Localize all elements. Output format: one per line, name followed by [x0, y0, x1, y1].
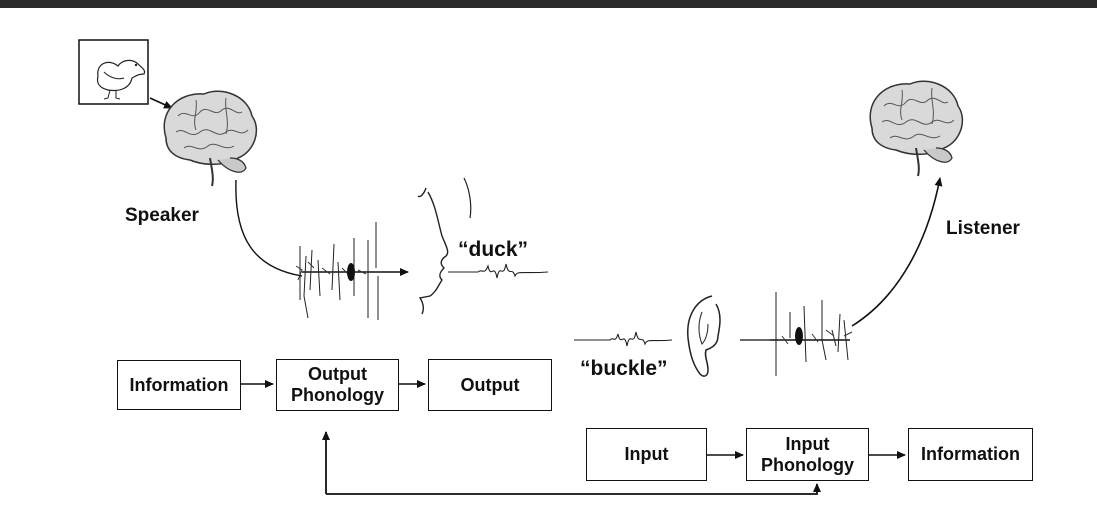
- listener-brain-icon: [869, 80, 964, 177]
- speaker-path-line: [235, 179, 303, 277]
- input-box: Input: [586, 428, 707, 481]
- listener-label: Listener: [946, 218, 1020, 239]
- sound-wave-icon: [574, 331, 673, 347]
- input-label: Input: [624, 444, 669, 465]
- listener-information-label: Information: [921, 444, 1020, 465]
- face-profile-icon: [417, 177, 472, 315]
- speaker-brain-icon: [163, 90, 258, 187]
- listener-hearing-trace: [770, 292, 853, 376]
- ear-icon: [687, 295, 721, 377]
- duck-to-brain-arrow: [149, 97, 173, 109]
- sound-wave-icon: [448, 263, 549, 279]
- feedback-arrow-right: [326, 483, 821, 495]
- top-rule: [0, 0, 1097, 8]
- output-label: Output: [460, 374, 520, 395]
- input-phonology-label-line2: Phonology: [761, 454, 854, 475]
- listener-information-box: Information: [908, 428, 1033, 481]
- input-phonology-box: Input Phonology: [746, 428, 869, 481]
- speaker-label: Speaker: [125, 205, 199, 226]
- listener-path-arrow: [851, 177, 943, 327]
- input-phonology-label-line1: Input: [785, 433, 830, 454]
- speaker-articulation-trace: [295, 222, 409, 320]
- speaker-information-box: Information: [117, 360, 241, 410]
- heard-word-label: “buckle”: [580, 357, 668, 380]
- output-phonology-label-line2: Phonology: [291, 385, 384, 405]
- duck-picture-icon: [78, 39, 149, 105]
- output-phonology-box: Output Phonology: [276, 359, 399, 411]
- spoken-word-label: “duck”: [458, 238, 529, 261]
- speaker-information-label: Information: [129, 374, 229, 395]
- output-phonology-label-line1: Output: [308, 364, 367, 385]
- output-box: Output: [428, 359, 552, 411]
